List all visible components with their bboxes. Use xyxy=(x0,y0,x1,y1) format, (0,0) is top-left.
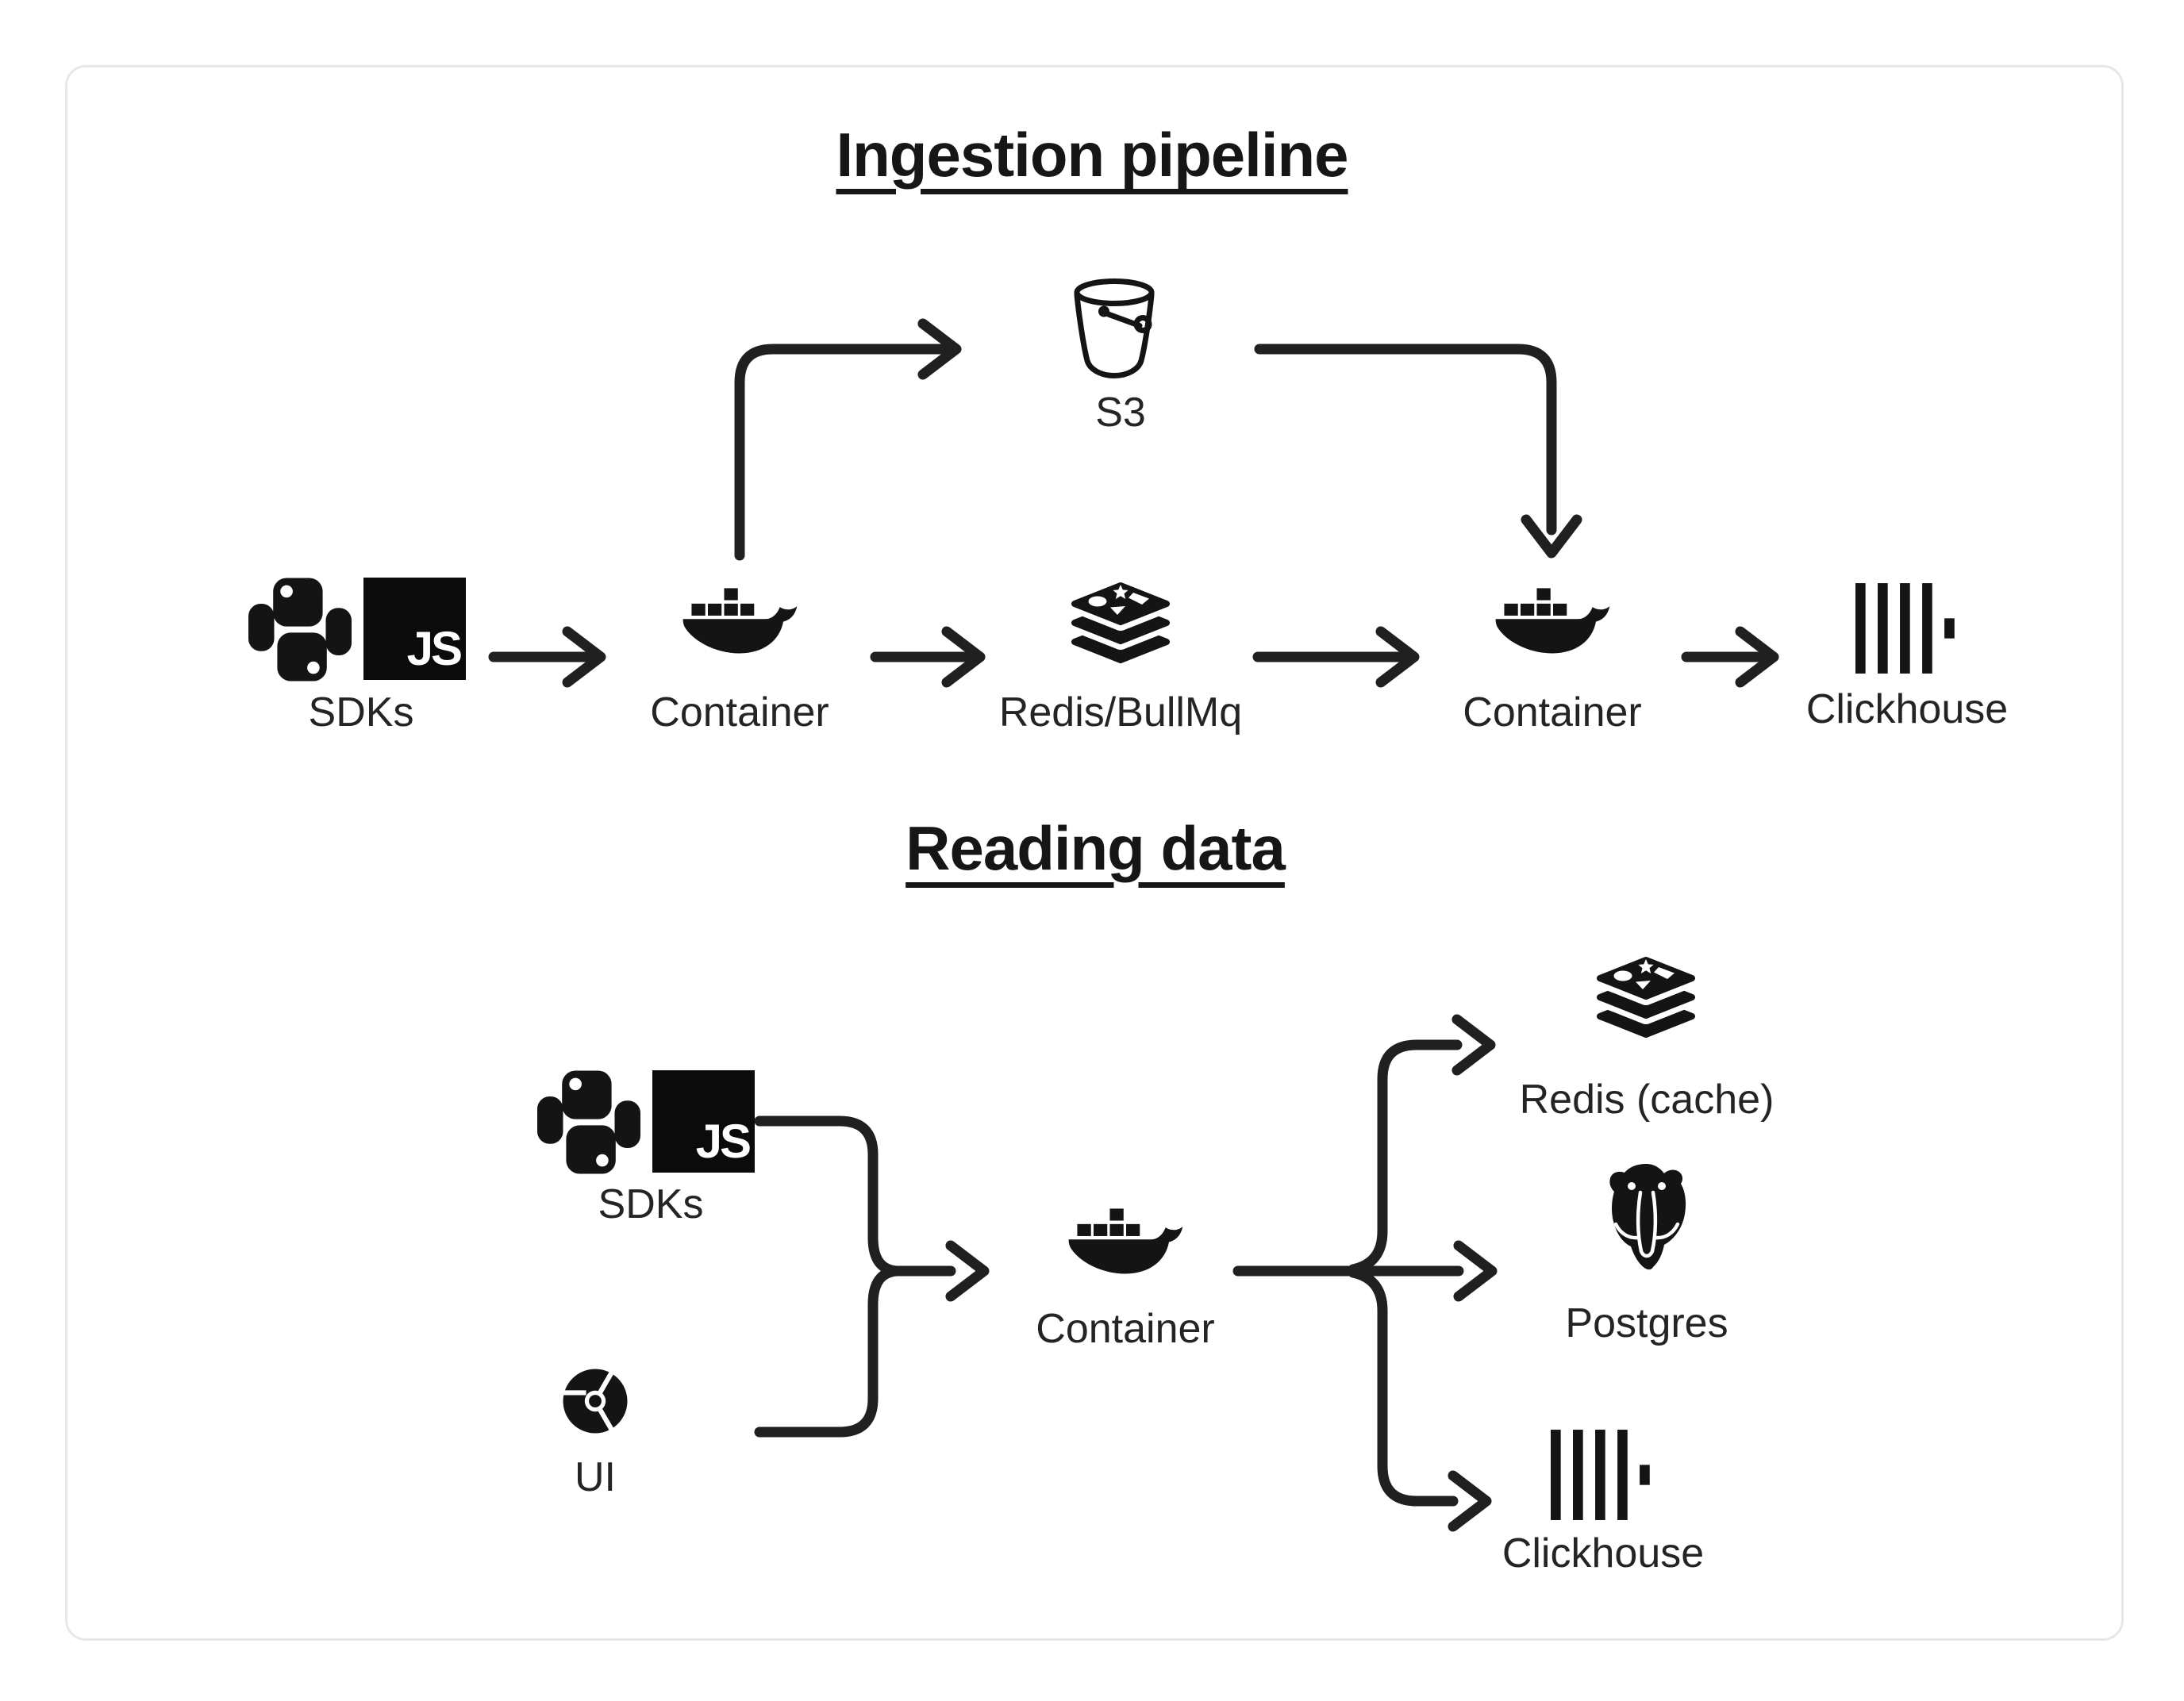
label-container-ingestion-1: Container xyxy=(650,689,829,735)
label-s3: S3 xyxy=(1095,390,1146,436)
arrow-container3-to-clickhouse2-head xyxy=(1448,1470,1492,1532)
arrow-redis-to-container2-head xyxy=(1375,626,1420,688)
javascript-icon: JS xyxy=(652,1070,755,1173)
label-redis-queue: Redis/BullMq xyxy=(998,689,1243,735)
python-icon xyxy=(537,1070,640,1174)
diagram-card xyxy=(65,65,2124,1641)
redis-stack-icon xyxy=(1066,578,1175,663)
section-title-reading: Reading data xyxy=(906,813,1286,883)
label-sdks-ingestion: SDKs xyxy=(308,689,414,735)
arrow-container3-to-postgres-head xyxy=(1453,1240,1498,1302)
js-badge-text: JS xyxy=(406,622,463,675)
s3-bucket-icon xyxy=(1074,278,1155,379)
label-sdks-reading: SDKs xyxy=(598,1181,704,1227)
python-icon xyxy=(248,578,352,682)
label-ui: UI xyxy=(575,1454,616,1500)
label-clickhouse-reading: Clickhouse xyxy=(1502,1530,1705,1576)
arrow-container3-to-redis-cache xyxy=(1348,1039,1463,1275)
wire-ui-merge xyxy=(754,1265,902,1438)
wire-sdks-merge xyxy=(754,1115,902,1277)
arrow-container3-to-redis-cache-head xyxy=(1452,1014,1496,1076)
label-redis-cache: Redis (cache) xyxy=(1519,1077,1774,1123)
arrow-s3-to-container2 xyxy=(1254,344,1557,536)
label-clickhouse-ingestion: Clickhouse xyxy=(1805,686,2009,732)
arrow-container3-to-clickhouse2 xyxy=(1348,1267,1459,1507)
arrow-container1-to-s3-head xyxy=(917,318,962,380)
redis-stack-icon xyxy=(1591,952,1701,1038)
js-badge-text: JS xyxy=(695,1115,752,1168)
javascript-icon: JS xyxy=(363,578,466,680)
arrow-container1-to-redis-head xyxy=(941,626,986,688)
arrow-container2-to-clickhouse-head xyxy=(1735,626,1779,688)
arrow-s3-to-container2-head xyxy=(1521,514,1582,559)
label-postgres: Postgres xyxy=(1565,1300,1728,1346)
label-container-reading: Container xyxy=(1036,1306,1215,1352)
arrow-merge-to-container3-head xyxy=(945,1240,990,1302)
section-title-ingestion: Ingestion pipeline xyxy=(836,120,1348,190)
arrow-container1-to-s3 xyxy=(734,344,954,561)
docker-whale-icon xyxy=(1495,588,1610,654)
clickhouse-bars-icon xyxy=(1551,1430,1650,1520)
docker-whale-icon xyxy=(1068,1208,1183,1274)
postgres-elephant-icon xyxy=(1609,1164,1686,1270)
arrow-sdks-to-container1-head xyxy=(562,626,606,688)
label-container-ingestion-2: Container xyxy=(1463,689,1642,735)
chrome-icon xyxy=(563,1369,628,1434)
docker-whale-icon xyxy=(682,588,798,654)
clickhouse-bars-icon xyxy=(1855,583,1955,674)
